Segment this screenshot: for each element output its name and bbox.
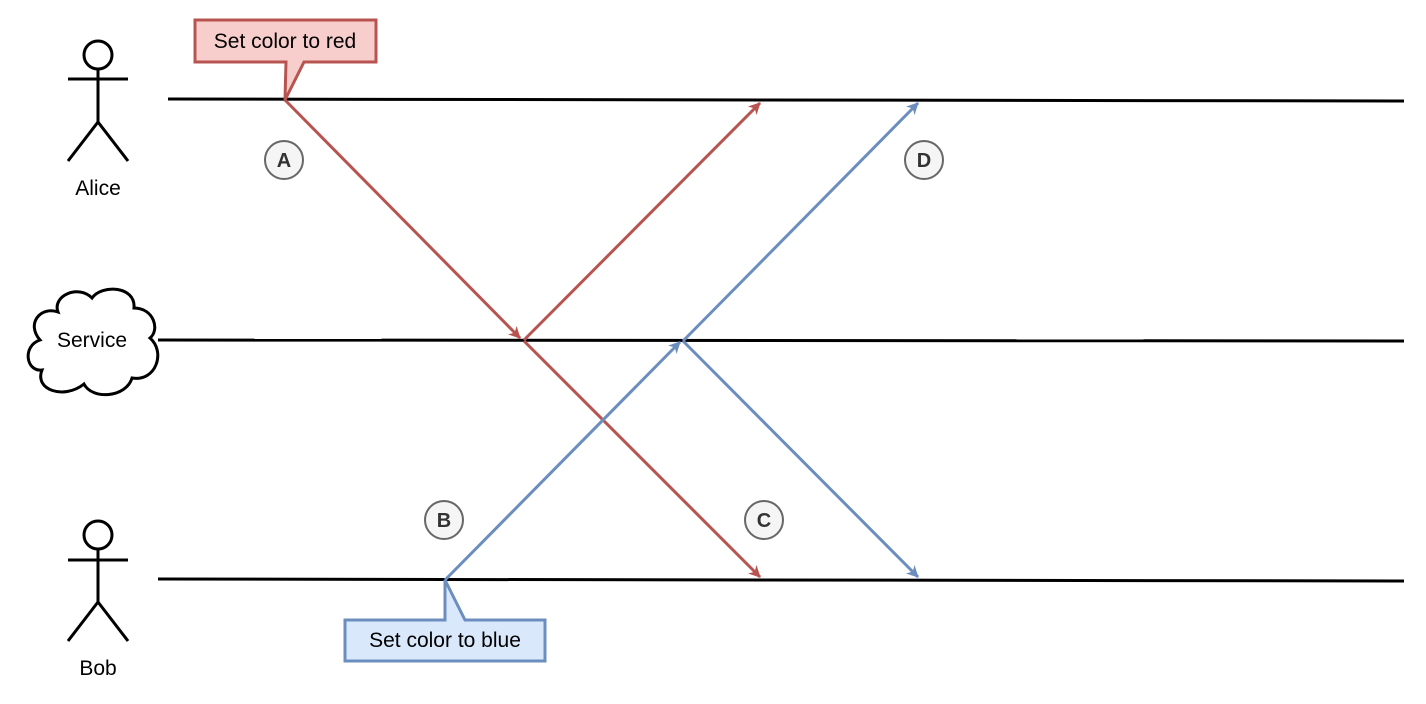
bob-label: Bob xyxy=(79,657,116,680)
marker-a-label: A xyxy=(277,150,291,172)
service-label: Service xyxy=(57,329,127,352)
service-to-alice-red-message xyxy=(522,101,762,342)
service-participant: Service xyxy=(26,287,160,397)
service-to-bob-blue-message xyxy=(681,339,920,579)
marker-a: A xyxy=(264,140,304,180)
alice-callout-box xyxy=(193,18,378,101)
marker-d-label: D xyxy=(917,150,931,172)
alice-timeline xyxy=(167,97,1405,103)
bob-callout-box xyxy=(343,579,547,663)
marker-b-label: B xyxy=(437,510,451,532)
bob-actor: Bob xyxy=(66,519,130,680)
marker-c: C xyxy=(744,500,784,540)
alice-actor: Alice xyxy=(66,39,130,200)
marker-b: B xyxy=(424,500,464,540)
bob-timeline xyxy=(157,577,1405,583)
marker-d: D xyxy=(904,140,944,180)
stick-figure-icon xyxy=(66,519,130,642)
stick-figure-icon xyxy=(66,39,130,162)
cloud-icon xyxy=(26,287,160,397)
alice-label: Alice xyxy=(75,177,121,200)
alice-callout-text: Set color to red xyxy=(214,30,356,53)
marker-c-label: C xyxy=(757,510,771,532)
service-to-alice-blue-message xyxy=(681,101,920,343)
service-timeline xyxy=(157,338,1405,343)
alice-to-service-message xyxy=(283,98,522,340)
bob-callout: Set color to blue xyxy=(343,579,547,663)
bob-callout-text: Set color to blue xyxy=(369,629,521,652)
alice-callout: Set color to red xyxy=(193,18,378,101)
service-to-bob-red-message xyxy=(522,339,762,579)
bob-to-service-message xyxy=(443,340,682,582)
